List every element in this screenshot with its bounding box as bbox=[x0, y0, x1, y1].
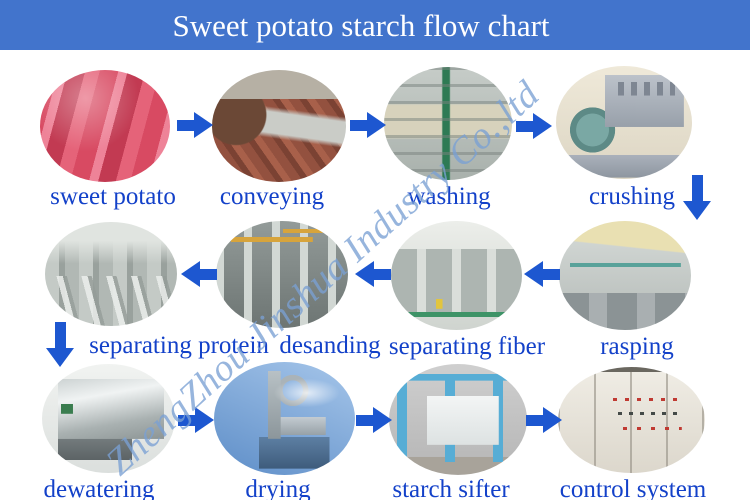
arrow-down-icon bbox=[46, 322, 74, 367]
step-label-washing: washing bbox=[407, 183, 491, 210]
arrow-shaft bbox=[54, 322, 66, 348]
step-label-desanding: desanding bbox=[279, 332, 381, 359]
dewatering-photo bbox=[42, 364, 175, 473]
separating-protein-photo bbox=[45, 222, 177, 326]
step-label-sweet-potato: sweet potato bbox=[50, 183, 176, 210]
step-label-crushing: crushing bbox=[588, 183, 676, 210]
step-label-starch-sifter: starch sifter bbox=[392, 476, 510, 500]
arrow-left-icon bbox=[355, 261, 391, 287]
separating-fiber-photo bbox=[391, 221, 522, 330]
arrow-head bbox=[46, 348, 74, 367]
arrow-shaft bbox=[200, 268, 217, 280]
arrow-shaft bbox=[691, 175, 703, 201]
arrow-shaft bbox=[516, 120, 533, 132]
step-label-dewatering: dewatering bbox=[43, 476, 155, 500]
arrow-head bbox=[367, 112, 386, 138]
step-label-drying: drying bbox=[245, 476, 311, 500]
arrow-right-icon bbox=[356, 407, 392, 433]
arrow-right-icon bbox=[516, 113, 552, 139]
crushing-photo bbox=[556, 66, 692, 179]
rasping-photo bbox=[559, 221, 691, 330]
arrow-shaft bbox=[543, 268, 560, 280]
step-label-rasping: rasping bbox=[600, 333, 674, 360]
arrow-shaft bbox=[526, 414, 543, 426]
control-system-photo bbox=[558, 367, 705, 473]
arrow-head bbox=[533, 113, 552, 139]
washing-photo bbox=[384, 67, 512, 180]
arrow-head bbox=[683, 201, 711, 220]
step-label-conveying: conveying bbox=[219, 183, 325, 210]
arrow-right-icon bbox=[178, 407, 214, 433]
step-label-separating-protein: separating protein bbox=[89, 332, 269, 359]
arrow-right-icon bbox=[526, 407, 562, 433]
arrow-head bbox=[355, 261, 374, 287]
arrow-right-icon bbox=[350, 112, 386, 138]
arrow-head bbox=[195, 407, 214, 433]
arrow-shaft bbox=[350, 119, 367, 131]
arrow-head bbox=[524, 261, 543, 287]
arrow-shaft bbox=[356, 414, 373, 426]
arrow-shaft bbox=[177, 119, 194, 131]
arrow-left-icon bbox=[181, 261, 217, 287]
arrow-right-icon bbox=[177, 112, 213, 138]
arrow-shaft bbox=[178, 414, 195, 426]
arrow-shaft bbox=[374, 268, 391, 280]
desanding-photo bbox=[216, 221, 348, 328]
arrow-left-icon bbox=[524, 261, 560, 287]
arrow-head bbox=[194, 112, 213, 138]
arrow-head bbox=[373, 407, 392, 433]
arrow-head bbox=[543, 407, 562, 433]
sweet-potato-photo bbox=[40, 70, 170, 182]
step-label-separating-fiber: separating fiber bbox=[388, 333, 546, 360]
page-title: Sweet potato starch flow chart bbox=[172, 8, 550, 43]
drying-photo bbox=[214, 362, 355, 475]
starch-sifter-photo bbox=[389, 364, 527, 475]
arrow-head bbox=[181, 261, 200, 287]
conveying-photo bbox=[212, 70, 346, 182]
title-banner: Sweet potato starch flow chart bbox=[0, 0, 750, 50]
arrow-down-icon bbox=[683, 175, 711, 220]
step-label-control-system: control system bbox=[559, 476, 707, 500]
